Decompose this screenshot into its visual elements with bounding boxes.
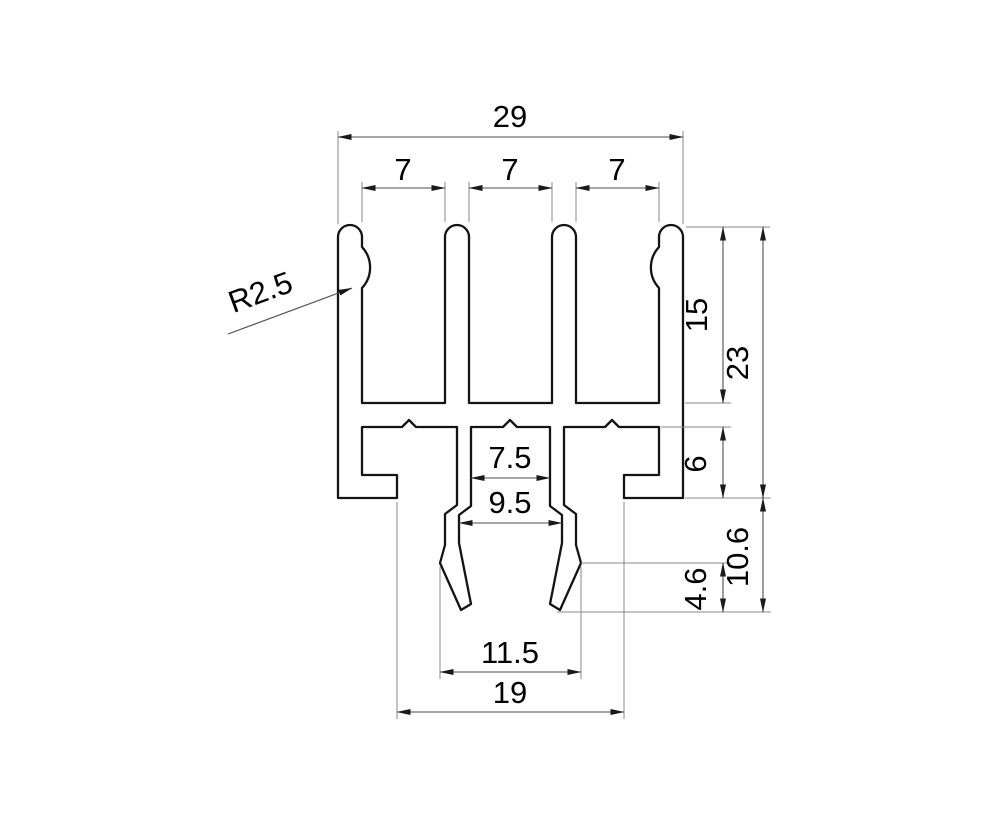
label-radius: R2.5 [224, 264, 298, 319]
label-channel3: 7 [608, 152, 625, 187]
profile-outline [336, 223, 685, 612]
label-channel-depth: 15 [679, 298, 714, 332]
label-foot-height: 4.6 [678, 567, 713, 610]
dimension-labels: 29 7 7 7 R2.5 15 23 6 7.5 9.5 10.6 4.6 1… [224, 99, 755, 710]
label-slot-upper: 7.5 [488, 440, 531, 475]
label-flange-span: 19 [493, 675, 527, 710]
label-channel2: 7 [501, 152, 518, 187]
label-overall-width: 29 [493, 99, 527, 134]
extension-lines [337, 131, 771, 719]
label-lower-section: 6 [678, 455, 713, 472]
label-body-height: 23 [720, 346, 755, 380]
radius-leader-line [227, 287, 353, 335]
dimension-lines [227, 134, 766, 715]
label-channel1: 7 [394, 152, 411, 187]
label-feet-span: 11.5 [481, 635, 539, 670]
label-leg-drop: 10.6 [720, 527, 755, 587]
label-slot-lower: 9.5 [488, 485, 531, 520]
